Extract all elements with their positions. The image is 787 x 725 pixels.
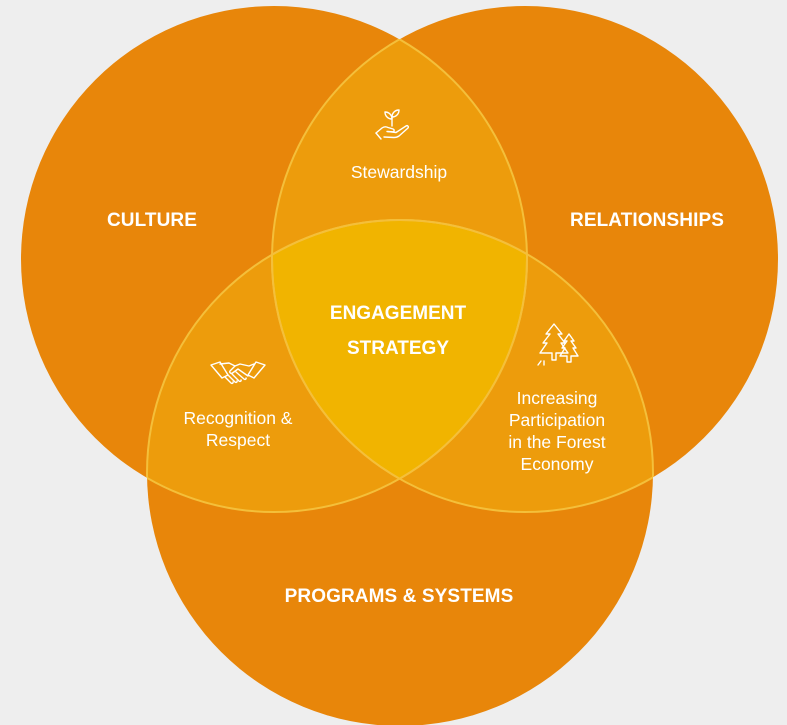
label-recognition-line1: Recognition & xyxy=(183,408,293,428)
label-forest-line4: Economy xyxy=(520,454,594,474)
label-forest-economy: Increasing Participation in the Forest E… xyxy=(508,387,605,475)
label-engagement-strategy: ENGAGEMENT STRATEGY xyxy=(330,296,466,366)
label-stewardship: Stewardship xyxy=(350,162,448,182)
label-recognition-line2: Respect xyxy=(205,430,271,450)
label-engagement-line2: STRATEGY xyxy=(346,338,450,359)
circle-outlines xyxy=(146,6,654,513)
handshake-icon xyxy=(209,357,267,391)
label-culture: CULTURE xyxy=(106,210,198,231)
label-forest-line1: Increasing xyxy=(516,388,598,408)
label-engagement-line1: ENGAGEMENT xyxy=(329,303,467,324)
label-forest-line2: Participation xyxy=(508,410,606,430)
label-relationships: RELATIONSHIPS xyxy=(569,210,725,231)
pine-trees-icon xyxy=(535,320,581,366)
hand-plant-icon xyxy=(372,104,412,144)
label-forest-line3: in the Forest xyxy=(508,432,606,452)
label-programs-systems: PROGRAMS & SYSTEMS xyxy=(284,586,514,607)
label-recognition-respect: Recognition & Respect xyxy=(184,407,293,451)
